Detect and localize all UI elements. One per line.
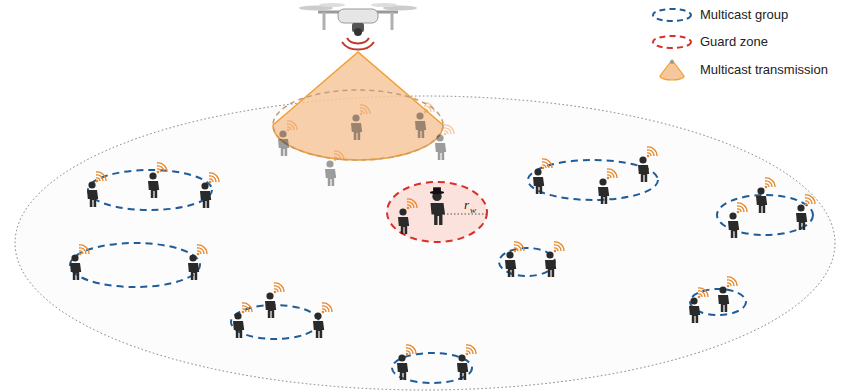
user — [233, 303, 252, 338]
legend-text: Multicast group — [700, 8, 788, 21]
transmission-cone — [273, 52, 443, 160]
multicast-group — [231, 305, 319, 339]
radius-label: r — [464, 198, 469, 211]
legend-sample-cone-apex — [670, 60, 674, 64]
user — [435, 125, 454, 160]
user — [457, 345, 476, 380]
user — [70, 245, 89, 280]
user — [505, 242, 524, 277]
user — [728, 203, 747, 238]
user — [87, 172, 106, 207]
user — [200, 173, 219, 208]
user — [313, 303, 332, 338]
user — [415, 103, 434, 138]
served-users — [278, 103, 454, 186]
user — [533, 159, 552, 194]
user — [397, 345, 416, 380]
user — [689, 288, 708, 323]
user — [545, 242, 564, 277]
user — [188, 245, 207, 280]
legend-sample-group — [653, 9, 691, 21]
user — [398, 199, 417, 234]
user — [265, 283, 284, 318]
guard-zone — [387, 182, 487, 242]
radius-line — [440, 214, 487, 215]
user — [638, 147, 657, 182]
user — [756, 178, 775, 213]
user — [148, 163, 167, 198]
multicast-group — [70, 243, 200, 287]
uav-drone — [299, 3, 417, 50]
legend-text: Multicast transmission — [700, 63, 828, 76]
user — [598, 169, 617, 204]
user — [718, 277, 737, 312]
user — [325, 151, 344, 186]
legend-sample-cone — [660, 60, 684, 80]
legend-text: Guard zone — [700, 35, 768, 48]
eavesdropper — [430, 187, 445, 225]
user — [796, 195, 815, 230]
users — [70, 147, 815, 380]
legend-sample-guard — [653, 36, 691, 48]
user — [278, 121, 297, 156]
radius-label: w — [470, 206, 476, 215]
user — [351, 105, 370, 140]
served-group — [273, 90, 443, 160]
